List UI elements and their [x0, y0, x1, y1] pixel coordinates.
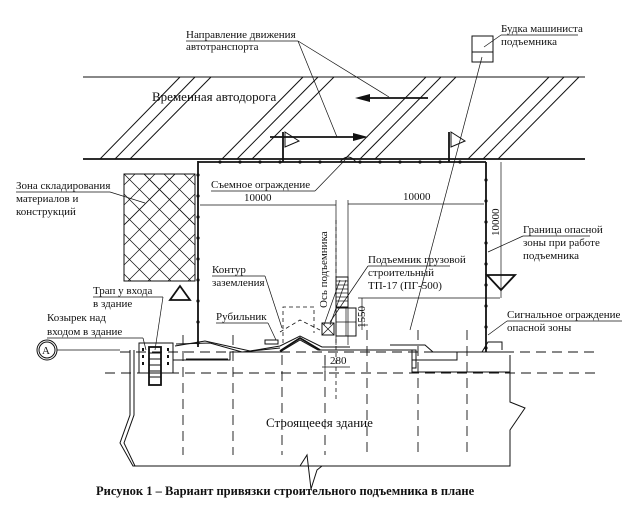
entrance-ladder-leader — [93, 296, 164, 351]
operator-booth-label-line2: подъемника — [501, 36, 557, 48]
danger-zone-border-label-line1: Граница опасной — [523, 224, 603, 236]
traffic-direction-label-line1: Направление движения — [186, 29, 296, 41]
traffic-direction-leaders — [186, 40, 390, 138]
building-label: Строящееся здание — [266, 415, 373, 430]
storage-zone-label-line3: конструкций — [16, 206, 76, 218]
entrance-ladder — [148, 346, 162, 386]
figure-caption: Рисунок 1 – Вариант привязки строительно… — [96, 484, 475, 498]
storage-zone-label-line1: Зона складирования — [16, 180, 110, 192]
signal-fence-leader — [487, 320, 622, 336]
operator-booth — [471, 35, 494, 63]
dimension-hoist-offset: 1550 — [356, 306, 368, 329]
storage-zone-leader — [16, 191, 146, 204]
danger-zone-border-leader — [487, 235, 590, 253]
signal-fence-label-line1: Сигнальное ограждение — [507, 309, 621, 321]
warning-triangle-icon — [168, 284, 192, 301]
traffic-arrow-left — [355, 94, 428, 102]
knife-switch — [216, 322, 279, 345]
storage-zone-label-line2: материалов и — [16, 193, 78, 205]
entrance-ladder-label-line1: Трап у входа — [93, 285, 152, 297]
grounding-loop-leader — [212, 275, 283, 329]
danger-zone-fence — [196, 156, 488, 352]
traffic-direction-label-line2: автотранспорта — [186, 41, 259, 53]
dimension-line-1550 — [358, 297, 500, 330]
building-outline — [119, 335, 526, 490]
hoist-label-line3: ТП-17 (ПГ-500) — [368, 280, 442, 292]
warning-triangle-icon — [484, 274, 518, 292]
grounding-loop-label-line1: Контур — [212, 264, 246, 276]
traffic-arrow-right — [270, 133, 368, 141]
flag-icon — [282, 131, 301, 162]
grounding-loop-label-line2: заземления — [212, 277, 265, 289]
temporary-road — [83, 76, 585, 160]
operator-booth-label-line1: Будка машиниста — [501, 23, 583, 35]
hoist-label-line2: строительный — [368, 267, 434, 279]
entrance-ladder-label-line2: в здание — [93, 298, 132, 310]
temporary-road-label: Временная автодорога — [152, 89, 277, 104]
signal-fence-label-line2: опасной зоны — [507, 322, 572, 334]
operator-booth-leader — [409, 34, 578, 331]
hoist-axis-label: Ось подъемника — [318, 231, 330, 308]
hoist-label-line1: Подъемник грузовой — [368, 254, 466, 266]
axis-marker-a: А — [36, 339, 600, 374]
building-gridlines — [182, 330, 468, 455]
hoist-leader — [329, 265, 450, 323]
removable-fence-label: Съемное ограждение — [211, 179, 310, 191]
knife-switch-label: Рубильник — [216, 311, 267, 323]
dimension-line-right — [347, 200, 484, 345]
road-hatching — [99, 76, 580, 160]
storage-zone — [123, 173, 196, 282]
grounding-loop — [279, 306, 321, 343]
flag-icon — [448, 131, 467, 162]
dimension-depth: 10000 — [490, 208, 502, 236]
entrance-canopy-label-line2: входом в здание — [47, 326, 122, 338]
entrance-canopy-leader — [47, 337, 147, 351]
danger-zone-border-label-line3: подъемника — [523, 250, 579, 262]
axis-marker-a-label: А — [42, 345, 50, 357]
danger-zone-border-label-line2: зоны при работе — [523, 237, 600, 249]
removable-fence-leader — [211, 159, 346, 192]
dimension-left-width: 10000 — [244, 192, 272, 204]
entrance-canopy-label-line1: Козырек над — [47, 312, 106, 324]
dimension-right-width: 10000 — [403, 191, 431, 203]
dimension-wall-offset: 280 — [330, 355, 347, 367]
hoist-tp17 — [321, 276, 357, 337]
